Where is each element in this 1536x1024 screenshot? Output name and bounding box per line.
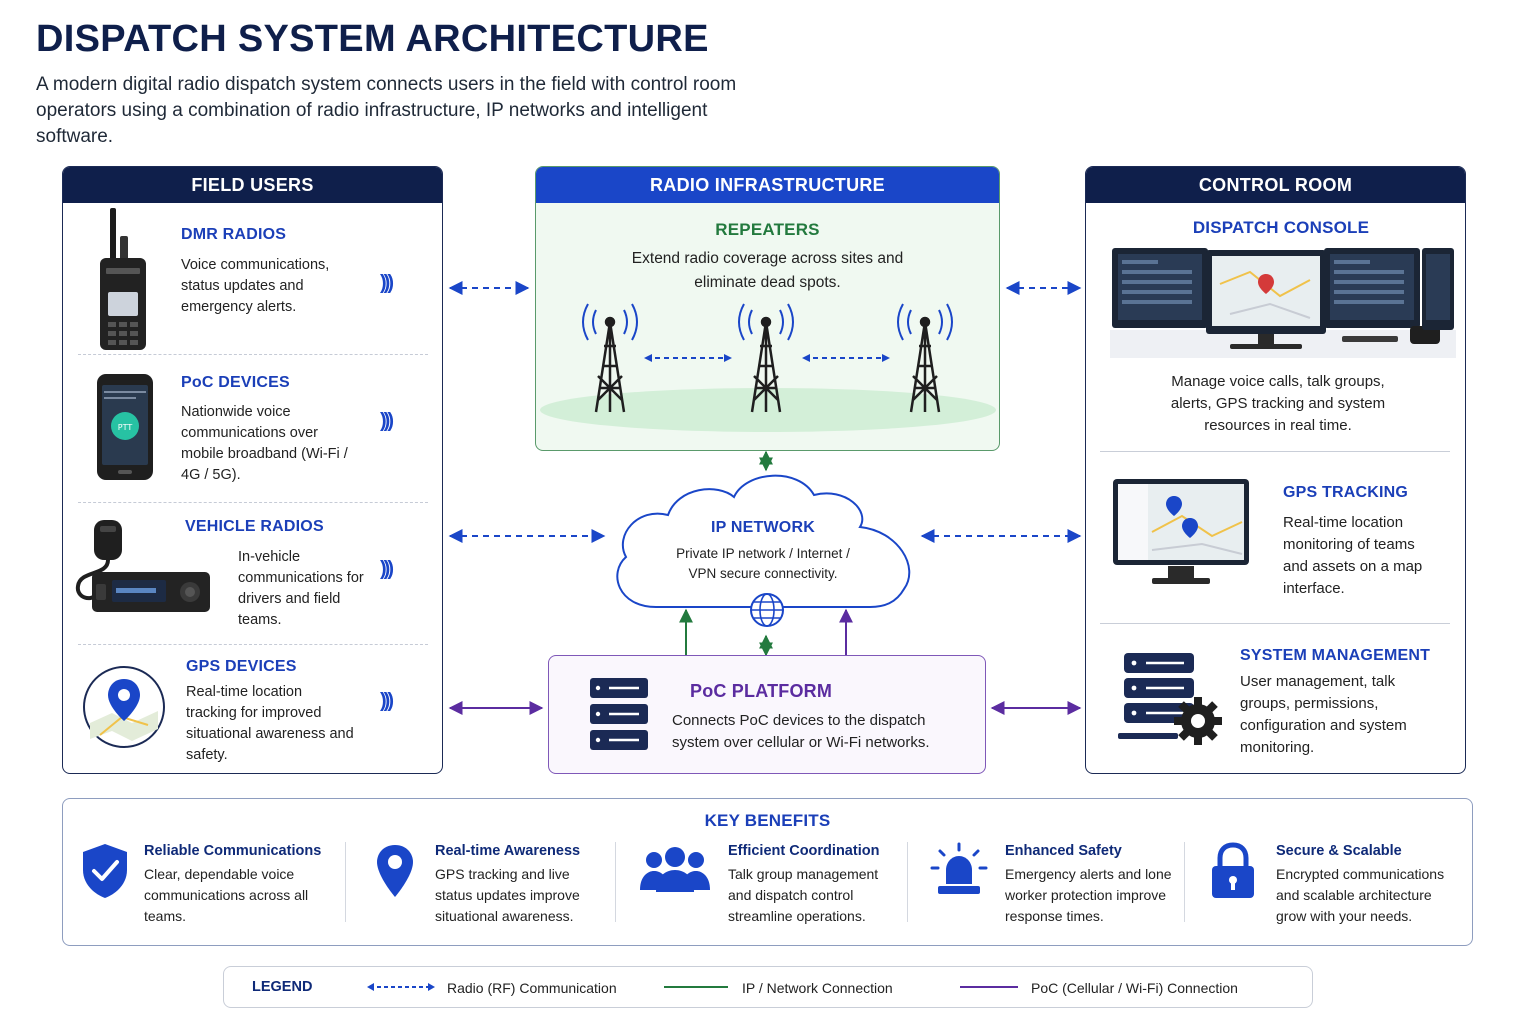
system-management-text: User management, talk groups, permission… <box>1240 673 1407 756</box>
benefit-secure-title: Secure & Scalable <box>1276 843 1402 859</box>
dmr-radios-text: Voice communications, status updates and… <box>181 257 330 315</box>
benefit-secure-text: Encrypted communications and scalable ar… <box>1276 866 1445 924</box>
gps-tracking-text: Real-time location monitoring of teams a… <box>1283 514 1423 597</box>
signal-waves-icon: ))) <box>380 272 394 294</box>
control-room-heading: CONTROL ROOM <box>1086 167 1465 203</box>
benefit-reliable-title: Reliable Communications <box>144 843 322 859</box>
gps-devices-title: GPS DEVICES <box>186 658 297 675</box>
benefit-coordination-text: Talk group management and dispatch contr… <box>728 866 879 924</box>
tower-icon <box>738 303 794 413</box>
system-management-title: SYSTEM MANAGEMENT <box>1240 647 1431 664</box>
repeaters-text: Extend radio coverage across sites and e… <box>631 250 904 291</box>
location-pin-icon <box>377 845 413 897</box>
divider <box>78 502 428 503</box>
benefit-reliable-text: Clear, dependable voice communications a… <box>144 866 309 924</box>
divider <box>1100 623 1450 624</box>
legend-heading: LEGEND <box>252 979 313 995</box>
server-icon <box>590 678 648 750</box>
system-management-icon <box>1118 653 1222 745</box>
radio-infrastructure-heading: RADIO INFRASTRUCTURE <box>536 167 999 203</box>
handheld-radio-icon <box>100 208 146 350</box>
repeater-towers-illustration <box>540 303 996 432</box>
divider <box>1184 842 1185 922</box>
poc-devices-title: PoC DEVICES <box>181 374 290 391</box>
field-users-heading: FIELD USERS <box>63 167 442 203</box>
poc-platform-text: Connects PoC devices to the dispatch sys… <box>672 712 930 751</box>
tower-icon <box>582 303 638 413</box>
vehicle-radio-icon <box>75 520 210 612</box>
dmr-radios-title: DMR RADIOS <box>181 226 287 243</box>
dispatch-console-text: Manage voice calls, talk groups, alerts,… <box>1170 373 1386 434</box>
legend-ip-label: IP / Network Connection <box>742 980 893 996</box>
legend-poc-label: PoC (Cellular / Wi-Fi) Connection <box>1031 980 1238 996</box>
shield-check-icon <box>83 844 127 898</box>
vehicle-radios-text: In-vehicle communications for drivers an… <box>238 549 364 628</box>
legend-rf-swatch <box>367 983 435 991</box>
legend-ip-swatch <box>664 986 728 988</box>
gps-devices-text: Real-time location tracking for improved… <box>186 684 354 763</box>
signal-waves-icon: ))) <box>380 558 394 580</box>
padlock-icon <box>1212 842 1254 898</box>
divider <box>1100 451 1450 452</box>
benefit-awareness-title: Real-time Awareness <box>435 843 581 859</box>
benefit-awareness-text: GPS tracking and live status updates imp… <box>435 866 580 924</box>
legend-rf-label: Radio (RF) Communication <box>447 980 617 996</box>
ip-network-cloud <box>616 474 911 608</box>
dispatch-console-icon <box>1110 248 1456 358</box>
map-pin-icon <box>83 666 165 748</box>
legend-poc-swatch <box>960 986 1018 988</box>
ip-network-text: Private IP network / Internet / VPN secu… <box>676 546 850 581</box>
poc-devices-text: Nationwide voice communications over mob… <box>181 404 348 483</box>
vehicle-radios-title: VEHICLE RADIOS <box>185 518 324 535</box>
divider <box>907 842 908 922</box>
benefit-coordination-title: Efficient Coordination <box>728 843 880 859</box>
ptt-label: PTT <box>118 423 133 432</box>
smartphone-icon: PTT <box>97 374 153 480</box>
signal-waves-icon: ))) <box>380 690 394 712</box>
gps-tracking-monitor-icon <box>1113 479 1249 584</box>
key-benefits-heading: KEY BENEFITS <box>704 811 831 830</box>
ip-network-title: IP NETWORK <box>711 519 815 536</box>
team-icon <box>640 847 710 892</box>
divider <box>78 354 428 355</box>
repeaters-title: REPEATERS <box>715 220 820 239</box>
gear-icon <box>1174 697 1222 745</box>
gps-tracking-title: GPS TRACKING <box>1283 484 1409 501</box>
benefit-safety-title: Enhanced Safety <box>1005 843 1122 859</box>
divider <box>78 644 428 645</box>
alarm-beacon-icon <box>930 842 988 894</box>
benefit-safety-text: Emergency alerts and lone worker protect… <box>1005 866 1172 924</box>
page-intro: A modern digital radio dispatch system c… <box>36 74 737 147</box>
tower-icon <box>897 303 953 413</box>
dispatch-console-title: DISPATCH CONSOLE <box>1192 218 1370 237</box>
divider <box>615 842 616 922</box>
globe-icon <box>750 593 784 627</box>
divider <box>345 842 346 922</box>
page-title: DISPATCH SYSTEM ARCHITECTURE <box>36 18 709 60</box>
poc-platform-title: PoC PLATFORM <box>690 681 833 701</box>
legend-box <box>223 966 1313 1008</box>
signal-waves-icon: ))) <box>380 410 394 432</box>
